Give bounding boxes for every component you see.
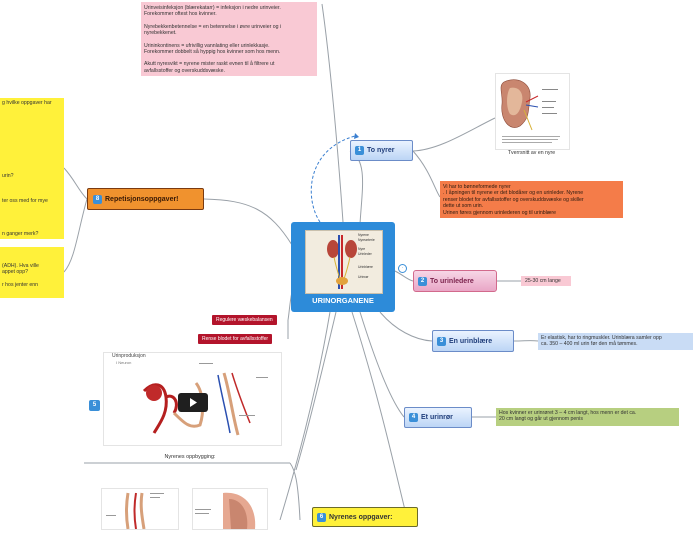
link-kidney-img <box>413 118 495 151</box>
dashed-link <box>311 136 355 222</box>
link-definitions <box>322 4 343 222</box>
topic-label: To urinledere <box>430 278 474 285</box>
kidney-info-text: Urinen føres gjennom urinlederen og til … <box>443 210 620 216</box>
collapse-toggle-icon[interactable]: · <box>398 264 407 273</box>
topic-to-nyrer[interactable]: 1 To nyrer <box>350 140 413 161</box>
topic-number-badge: 1 <box>355 146 364 155</box>
bladder-note-text: ca. 350 – 400 ml urin før den må tømmes. <box>541 341 690 347</box>
topic-number-badge: 8 <box>93 195 102 204</box>
link-build-caption2 <box>290 463 300 520</box>
repetition-text: n ganger merk? <box>2 231 38 237</box>
center-node[interactable]: Nyrene Nyrearterie Nyre Urinleder Urinbl… <box>291 222 395 312</box>
urethra-note: Hos kvinner er urinrøret 3 – 4 cm langt,… <box>496 408 679 426</box>
definitions-note: Urinveisinfeksjon (blærekatarr) = infeks… <box>141 2 317 76</box>
link-video <box>296 312 336 470</box>
topic-label: Et urinrør <box>421 414 453 421</box>
kidney-structure-image-1[interactable] <box>101 488 179 530</box>
urethra-note-text: 20 cm langt og går ut gjennom penis <box>499 416 676 422</box>
kidney-cross-section-image[interactable] <box>495 73 570 150</box>
dashed-arrow-head <box>354 133 359 139</box>
urinproduksjon-video[interactable]: Urinproduksjon I Neuron <box>103 352 282 446</box>
link-kidney-info <box>413 151 440 197</box>
repetition-text: ter oss med for mye <box>2 198 48 204</box>
kidney-image-caption: Tverrsnitt av en nyre <box>495 150 568 156</box>
task-rense-blodet[interactable]: Rense blodet for avfallsstoffer <box>198 334 272 344</box>
topic-label: To nyrer <box>367 147 395 154</box>
play-button[interactable] <box>178 393 208 412</box>
topic-nyrenes-oppgaver[interactable]: 6 Nyrenes oppgaver: <box>312 507 418 527</box>
topic-repetisjonsoppgaver[interactable]: 8 Repetisjonsoppgaver! <box>87 188 204 210</box>
topic-5-badge[interactable]: 5 <box>89 400 100 411</box>
play-icon <box>178 393 208 412</box>
repetition-text: r hos jenter enn <box>2 282 38 288</box>
definition-text: avfallsstoffer og overskuddsvæske. <box>144 68 314 74</box>
link-build <box>280 312 330 520</box>
topic-number-badge: 6 <box>317 513 326 522</box>
topic-label: Nyrenes oppgaver: <box>329 514 392 521</box>
repetition-text: g hvilke oppgaver har <box>2 100 62 106</box>
topic-label: Repetisjonsoppgaver! <box>105 196 179 203</box>
kidney-info-note: Vi har to bønneformede nyrer . I åpninge… <box>440 181 623 218</box>
link-rep-yellow1 <box>64 168 87 199</box>
center-labels: Nyrene Nyrearterie Nyre Urinleder Urinbl… <box>358 233 375 280</box>
topic-to-urinledere[interactable]: 2 To urinledere <box>413 270 497 292</box>
center-label: Urinrør <box>358 275 375 280</box>
link-repetisjon <box>204 199 292 245</box>
kidney-structure-image-2[interactable] <box>192 488 268 530</box>
center-label: Urinleder <box>358 252 375 257</box>
topic-number-badge: 4 <box>409 413 418 422</box>
repetition-text: appet opp? <box>2 269 28 275</box>
topic-number-badge: 2 <box>418 277 427 286</box>
repetition-note-2: (ADH). Hva ville appet opp? r hos jenter… <box>0 247 64 298</box>
topic-number-badge: 3 <box>437 337 446 346</box>
repetition-text: urin? <box>2 173 14 179</box>
link-to-nyrer <box>350 151 363 224</box>
repetition-note-1: g hvilke oppgaver har urin? ter oss med … <box>0 98 64 239</box>
task-regulere-vaeskebalansen[interactable]: Regulere væskebalansen <box>212 315 277 325</box>
kidney-cross-section-svg <box>496 74 569 149</box>
topic-label: En urinblære <box>449 338 492 345</box>
link-rep-yellow2 <box>64 199 87 272</box>
ureter-note: 25-30 cm lange <box>521 276 571 286</box>
urinary-system-illustration: Nyrene Nyrearterie Nyre Urinleder Urinbl… <box>305 230 383 294</box>
topic-et-urinror[interactable]: 4 Et urinrør <box>404 407 472 428</box>
link-urinblaere <box>380 312 432 341</box>
link-oppgaver <box>352 312 405 510</box>
center-label: Urinblære <box>358 265 375 270</box>
kidney-structure-svg-1 <box>102 489 178 529</box>
topic-number: 5 <box>93 402 96 408</box>
center-label: Nyrearterie <box>358 238 375 243</box>
build-caption: Nyrenes oppbygging: <box>120 454 260 460</box>
center-title: URINORGANENE <box>291 296 395 305</box>
topic-en-urinblaere[interactable]: 3 En urinblære <box>432 330 514 352</box>
kidney-structure-svg-2 <box>193 489 267 529</box>
bladder-note: Er elastisk, har to ringmuskler. Urinblæ… <box>538 333 693 350</box>
